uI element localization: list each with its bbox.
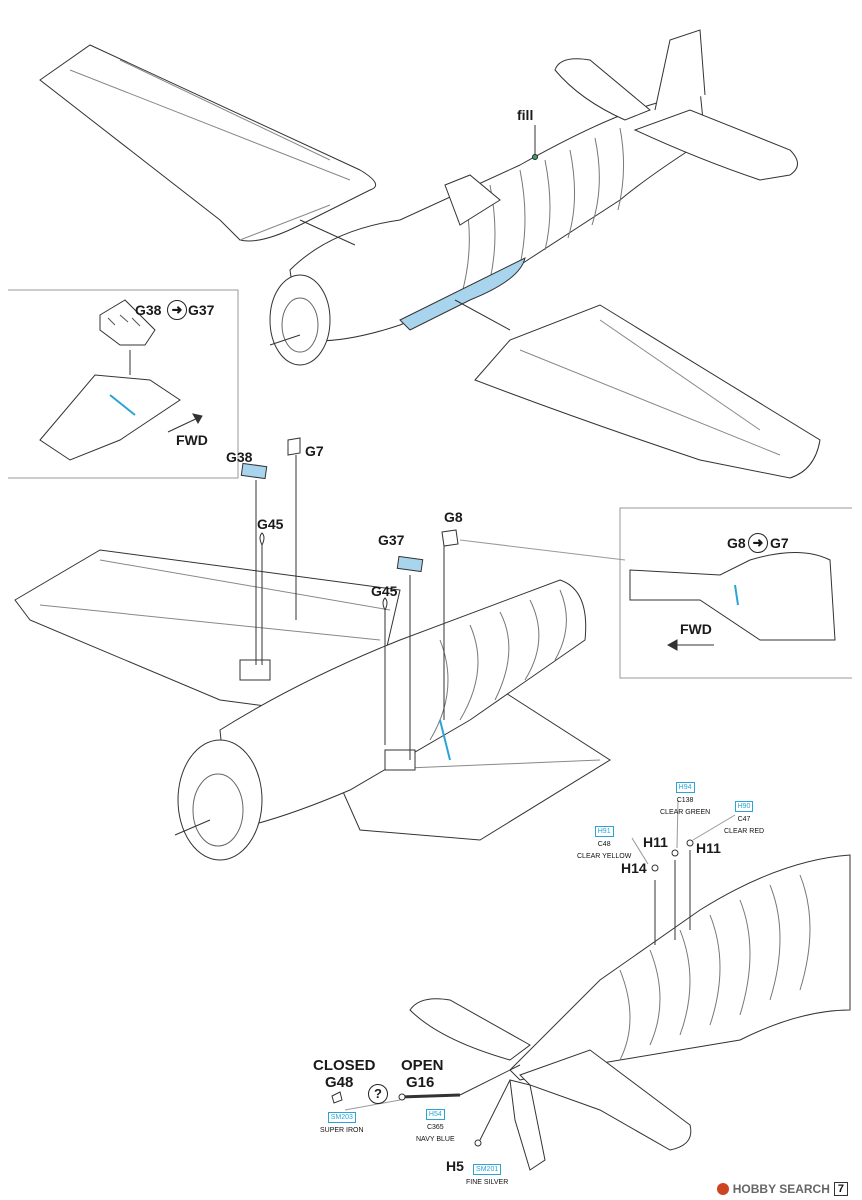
left-detail-panel: [8, 289, 239, 479]
color-code-h91: H91: [594, 826, 614, 837]
label-h11-b: H11: [696, 840, 721, 856]
color-code-sm201: SM201: [473, 1164, 502, 1175]
top-aircraft-drawing: [39, 29, 821, 479]
color-code-h90: H90: [734, 801, 754, 812]
label-h14: H14: [621, 860, 647, 876]
g38-part: [240, 462, 268, 480]
label-g16: G16: [406, 1074, 435, 1091]
h5-part: [474, 1139, 482, 1147]
label-g7-right: G7: [770, 535, 789, 551]
middle-engine-cowling: [177, 739, 263, 861]
fill-label: fill: [517, 107, 534, 123]
bottom-vertical-tail: [509, 1079, 546, 1171]
label-g37: G37: [378, 532, 405, 548]
cement-icon: ➜: [167, 300, 187, 320]
middle-fuselage: [219, 579, 587, 831]
top-fuselage: [289, 89, 706, 342]
bottom-horizontal-stabilizer-lower: [519, 1049, 692, 1151]
top-left-wing: [39, 44, 377, 242]
label-g45-b: G45: [371, 583, 398, 599]
bottom-aircraft-drawing: [331, 799, 851, 1171]
g7-part: [287, 437, 301, 456]
g8-part: [441, 529, 459, 547]
label-open: OPEN: [401, 1057, 444, 1074]
top-right-wing: [474, 304, 821, 479]
g16-part: [399, 1093, 461, 1099]
color-callout-sm201: SM201 FINE SILVER: [466, 1164, 509, 1186]
g48-part: [331, 1091, 343, 1104]
label-g38-top: G38: [135, 302, 162, 318]
top-horizontal-stabilizer-left: [554, 58, 651, 121]
bottom-horizontal-stabilizer: [409, 998, 531, 1061]
label-fwd-left: FWD: [176, 432, 208, 448]
cockpit-floor-detail: [39, 374, 181, 461]
top-vertical-tail: [654, 29, 706, 111]
label-g45-a: G45: [257, 516, 284, 532]
g45-part-a: [259, 532, 265, 547]
color-code-h54: H54: [425, 1109, 445, 1120]
cockpit-side-detail: [629, 552, 836, 641]
top-horizontal-stabilizer-right: [633, 109, 798, 181]
top-belly-clear-panel: [399, 257, 526, 331]
top-canopy: [444, 174, 501, 226]
color-callout-h90: H90 C47 CLEAR RED: [724, 801, 765, 835]
middle-aircraft-drawing: [14, 437, 626, 861]
color-callout-h94: H94 C138 CLEAR GREEN: [660, 782, 711, 816]
label-g37-top: G37: [188, 302, 215, 318]
brand-logo-icon: [716, 1183, 729, 1195]
right-detail-panel: [619, 507, 852, 679]
wheel-well-right: [384, 749, 416, 771]
cement-icon-right: ➜: [748, 533, 768, 553]
label-fwd-right: FWD: [680, 621, 712, 637]
label-closed: CLOSED: [313, 1057, 376, 1074]
top-engine-cowling: [269, 274, 331, 366]
g38-g37-part: [99, 299, 156, 346]
page-number: 7: [833, 1182, 848, 1196]
brand-name: HOBBY SEARCH: [732, 1182, 830, 1196]
bottom-fuselage: [509, 854, 851, 1081]
color-code-h94: H94: [675, 782, 695, 793]
label-g48: G48: [325, 1074, 354, 1091]
label-g38: G38: [226, 449, 253, 465]
label-g8-right: G8: [727, 535, 746, 551]
footer: HOBBY SEARCH 7: [716, 1182, 848, 1196]
color-callout-h54: H54 C365 NAVY BLUE: [416, 1109, 455, 1143]
color-code-sm203: SM203: [327, 1112, 356, 1123]
label-g7: G7: [305, 443, 324, 459]
label-h11-a: H11: [643, 834, 668, 850]
label-h5: H5: [446, 1158, 464, 1174]
color-callout-h91: H91 C48 CLEAR YELLOW: [577, 826, 632, 860]
g45-part-b: [382, 597, 388, 612]
color-callout-sm203: SM203 SUPER IRON: [320, 1112, 364, 1134]
question-icon: ?: [368, 1084, 388, 1104]
g37-part: [396, 555, 424, 573]
label-g8: G8: [444, 509, 463, 525]
wheel-well-left: [239, 659, 271, 681]
